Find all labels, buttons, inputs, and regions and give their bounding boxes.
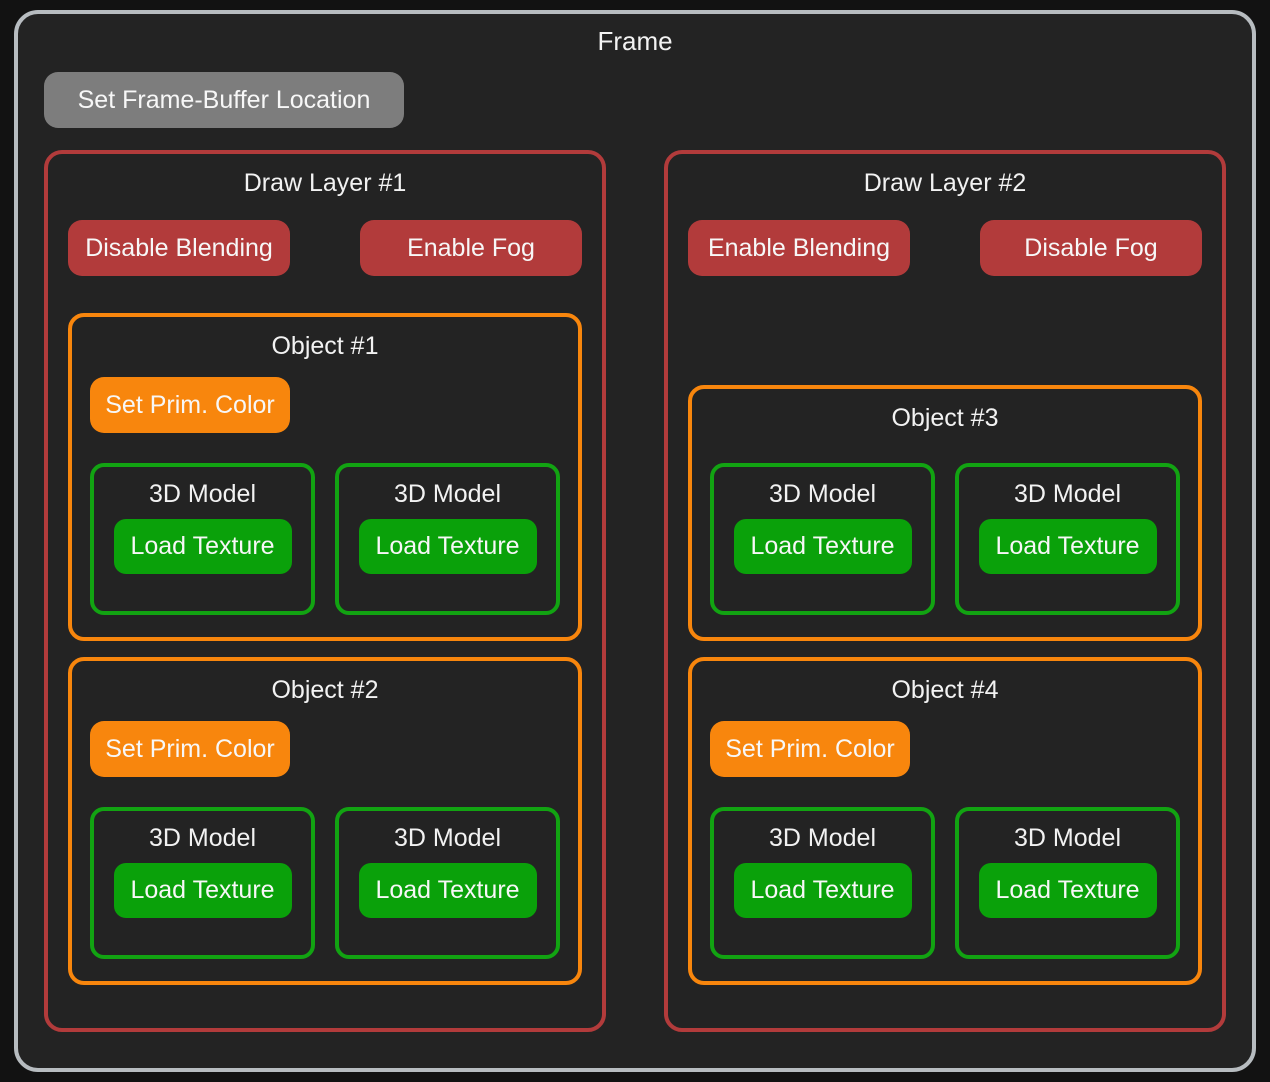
load-texture-button[interactable]: Load Texture xyxy=(114,519,292,574)
draw-layers-row: Draw Layer #1 Disable Blending Enable Fo… xyxy=(44,150,1226,1032)
load-texture-button[interactable]: Load Texture xyxy=(359,519,537,574)
enable-blending-button[interactable]: Enable Blending xyxy=(688,220,910,276)
object-3-model-2: 3D Model Load Texture xyxy=(955,463,1180,615)
object-3-title: Object #3 xyxy=(710,403,1180,433)
object-3-slot: Object #3 3D Model Load Texture 3D Model… xyxy=(688,305,1202,641)
model-title: 3D Model xyxy=(769,823,876,853)
enable-fog-button[interactable]: Enable Fog xyxy=(360,220,582,276)
load-texture-button[interactable]: Load Texture xyxy=(979,863,1157,918)
object-1-set-prim-color-button[interactable]: Set Prim. Color xyxy=(90,377,290,433)
draw-layer-1: Draw Layer #1 Disable Blending Enable Fo… xyxy=(44,150,606,1032)
draw-layer-2-title: Draw Layer #2 xyxy=(688,168,1202,198)
model-title: 3D Model xyxy=(394,823,501,853)
object-2-model-1: 3D Model Load Texture xyxy=(90,807,315,959)
object-2-model-2: 3D Model Load Texture xyxy=(335,807,560,959)
draw-layer-2-state-row: Enable Blending Disable Fog xyxy=(688,220,1202,276)
object-4-model-row: 3D Model Load Texture 3D Model Load Text… xyxy=(710,807,1180,959)
object-4-model-2: 3D Model Load Texture xyxy=(955,807,1180,959)
load-texture-button[interactable]: Load Texture xyxy=(979,519,1157,574)
load-texture-button[interactable]: Load Texture xyxy=(114,863,292,918)
object-4-model-1: 3D Model Load Texture xyxy=(710,807,935,959)
object-1-slot: Object #1 Set Prim. Color 3D Model Load … xyxy=(68,305,582,641)
object-2: Object #2 Set Prim. Color 3D Model Load … xyxy=(68,657,582,985)
draw-layer-1-state-row: Disable Blending Enable Fog xyxy=(68,220,582,276)
object-2-title: Object #2 xyxy=(90,675,560,705)
load-texture-button[interactable]: Load Texture xyxy=(734,863,912,918)
model-title: 3D Model xyxy=(1014,823,1121,853)
load-texture-button[interactable]: Load Texture xyxy=(734,519,912,574)
model-title: 3D Model xyxy=(149,823,256,853)
object-2-set-prim-color-button[interactable]: Set Prim. Color xyxy=(90,721,290,777)
model-title: 3D Model xyxy=(394,479,501,509)
object-2-model-row: 3D Model Load Texture 3D Model Load Text… xyxy=(90,807,560,959)
model-title: 3D Model xyxy=(1014,479,1121,509)
object-4: Object #4 Set Prim. Color 3D Model Load … xyxy=(688,657,1202,985)
draw-layer-2: Draw Layer #2 Enable Blending Disable Fo… xyxy=(664,150,1226,1032)
object-3-model-row: 3D Model Load Texture 3D Model Load Text… xyxy=(710,463,1180,615)
disable-fog-button[interactable]: Disable Fog xyxy=(980,220,1202,276)
object-4-set-prim-color-button[interactable]: Set Prim. Color xyxy=(710,721,910,777)
set-frame-buffer-location-button[interactable]: Set Frame-Buffer Location xyxy=(44,72,404,128)
object-3: Object #3 3D Model Load Texture 3D Model… xyxy=(688,385,1202,641)
object-4-title: Object #4 xyxy=(710,675,1180,705)
object-1-model-1: 3D Model Load Texture xyxy=(90,463,315,615)
load-texture-button[interactable]: Load Texture xyxy=(359,863,537,918)
object-1-model-2: 3D Model Load Texture xyxy=(335,463,560,615)
frame-panel: Frame Set Frame-Buffer Location Draw Lay… xyxy=(14,10,1256,1072)
model-title: 3D Model xyxy=(769,479,876,509)
object-3-model-1: 3D Model Load Texture xyxy=(710,463,935,615)
frame-title: Frame xyxy=(44,26,1226,56)
disable-blending-button[interactable]: Disable Blending xyxy=(68,220,290,276)
object-1-model-row: 3D Model Load Texture 3D Model Load Text… xyxy=(90,463,560,615)
object-1: Object #1 Set Prim. Color 3D Model Load … xyxy=(68,313,582,641)
draw-layer-1-title: Draw Layer #1 xyxy=(68,168,582,198)
model-title: 3D Model xyxy=(149,479,256,509)
object-1-title: Object #1 xyxy=(90,331,560,361)
